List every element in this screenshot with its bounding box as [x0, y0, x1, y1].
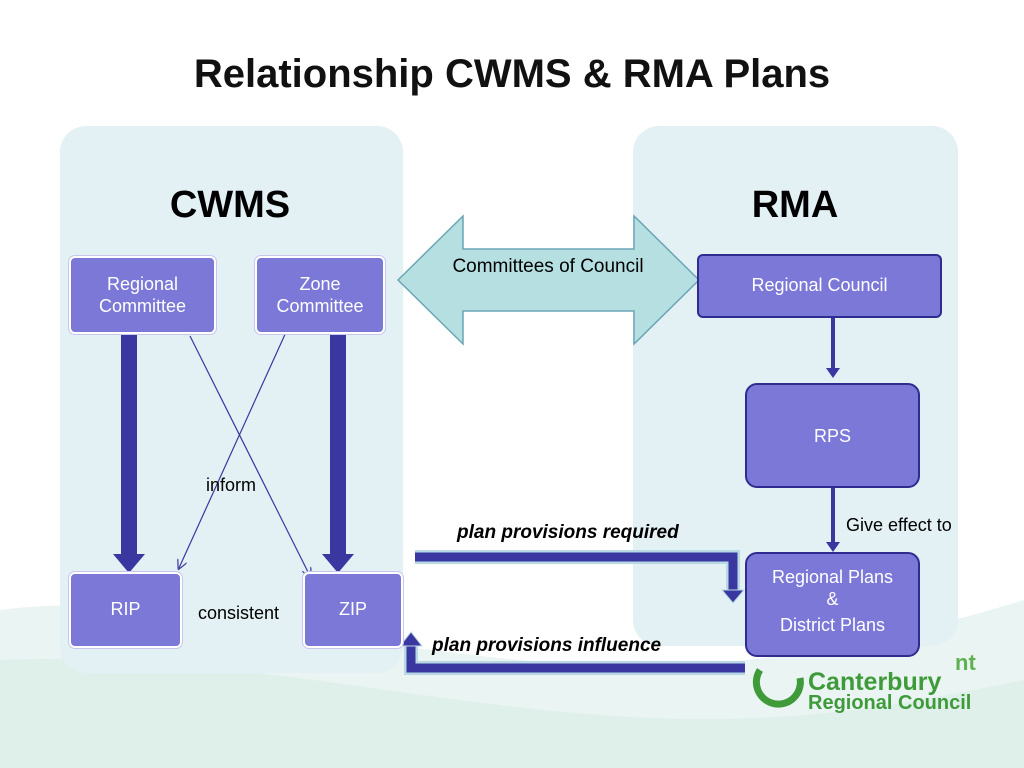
- rip-label: RIP: [110, 599, 141, 619]
- regional-committee-label: Regional Committee: [98, 274, 187, 316]
- rps-to-plans-arrow: [826, 488, 840, 552]
- rps-label: RPS: [813, 426, 851, 446]
- regional-to-zip-line: [189, 335, 310, 576]
- committees-of-council-label: Committees of Council: [452, 256, 644, 277]
- give-effect-label: Give effect to: [846, 515, 952, 535]
- logo-partial-text: nt: [955, 650, 976, 675]
- regional-to-rip-arrow: [113, 334, 145, 573]
- logo-regional-council-text: Regional Council: [808, 692, 972, 714]
- committees-double-arrow: [396, 214, 701, 346]
- zip-box: ZIP: [303, 572, 403, 648]
- logo-canterbury-text: Canterbury: [808, 668, 942, 696]
- slide-title: Relationship CWMS & RMA Plans: [193, 52, 831, 96]
- regional-plans-line2: &: [826, 589, 839, 609]
- council-to-rps-arrow: [826, 318, 840, 378]
- consistent-label: consistent: [198, 603, 280, 623]
- plan-influence-label: plan provisions influence: [432, 635, 662, 656]
- regional-committee-box: Regional Committee: [69, 256, 216, 334]
- rip-box: RIP: [69, 572, 182, 648]
- plan-required-arrow: [415, 550, 746, 604]
- rps-box: RPS: [745, 383, 920, 488]
- regional-council-box: Regional Council: [697, 254, 942, 318]
- rma-heading: RMA: [751, 184, 839, 226]
- inform-label: inform: [206, 475, 257, 495]
- zone-to-rip-line: [179, 329, 288, 568]
- zone-to-zip-arrow: [322, 334, 354, 573]
- plan-required-label: plan provisions required: [457, 522, 679, 543]
- zip-label: ZIP: [338, 599, 367, 619]
- regional-council-label: Regional Council: [751, 275, 888, 295]
- regional-plans-line3: District Plans: [779, 615, 886, 635]
- zone-committee-label: Zone Committee: [276, 274, 364, 316]
- zone-committee-box: Zone Committee: [255, 256, 385, 334]
- plan-influence-arrow: [398, 631, 745, 675]
- cwms-heading: CWMS: [169, 184, 291, 226]
- ecan-logo-mark: [752, 668, 804, 708]
- regional-plans-box: Regional Plans & District Plans: [745, 552, 920, 657]
- regional-plans-line1: Regional Plans: [771, 567, 894, 587]
